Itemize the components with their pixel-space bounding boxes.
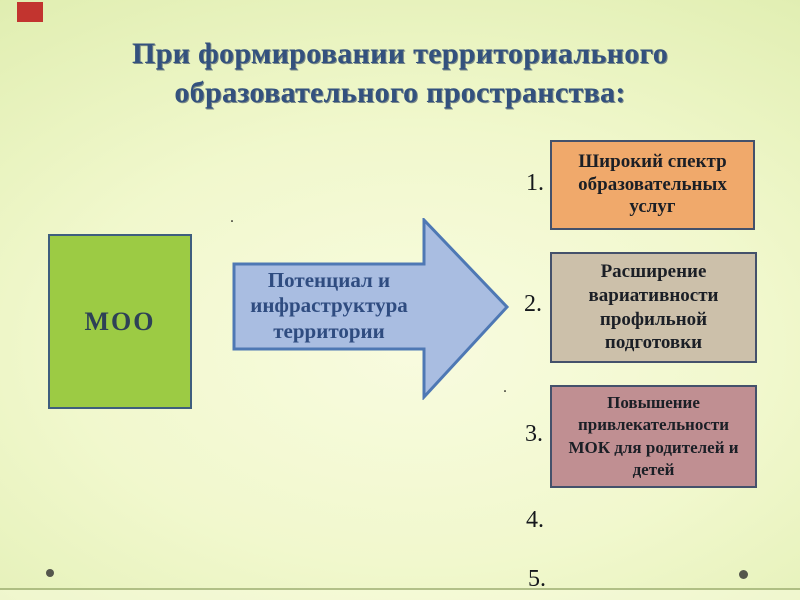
list-number-2: 2. bbox=[524, 291, 542, 317]
corner-dot-left bbox=[46, 569, 54, 577]
result-box-3: Повышение привлекательности МОК для роди… bbox=[550, 385, 757, 488]
right-arrow-icon bbox=[232, 218, 510, 400]
bottom-divider-strip bbox=[0, 590, 800, 600]
slide-title: При формировании территориального образо… bbox=[131, 37, 669, 109]
result-box-2: Расширение вариативности профильной подг… bbox=[550, 252, 757, 363]
red-corner-marker bbox=[17, 2, 43, 22]
moo-box: МОО bbox=[48, 234, 192, 409]
arrow-label: Потенциал и инфраструктура территории bbox=[250, 267, 408, 343]
stray-dot-below-arrow: . bbox=[503, 379, 507, 396]
stray-dot-above-arrow: . bbox=[230, 209, 234, 226]
corner-dot-right bbox=[739, 570, 748, 579]
list-number-4: 4. bbox=[526, 507, 544, 533]
moo-label: МОО bbox=[84, 306, 156, 336]
bottom-divider-line bbox=[0, 588, 800, 590]
result-box-3-text: Повышение привлекательности МОК для роди… bbox=[568, 393, 739, 479]
result-box-2-text: Расширение вариативности профильной подг… bbox=[588, 261, 719, 354]
result-box-1: Широкий спектр образовательных услуг bbox=[550, 140, 755, 230]
list-number-3: 3. bbox=[525, 421, 543, 447]
result-box-1-text: Широкий спектр образовательных услуг bbox=[578, 150, 727, 218]
list-number-1: 1. bbox=[526, 170, 544, 196]
list-number-5: 5. bbox=[528, 566, 546, 592]
